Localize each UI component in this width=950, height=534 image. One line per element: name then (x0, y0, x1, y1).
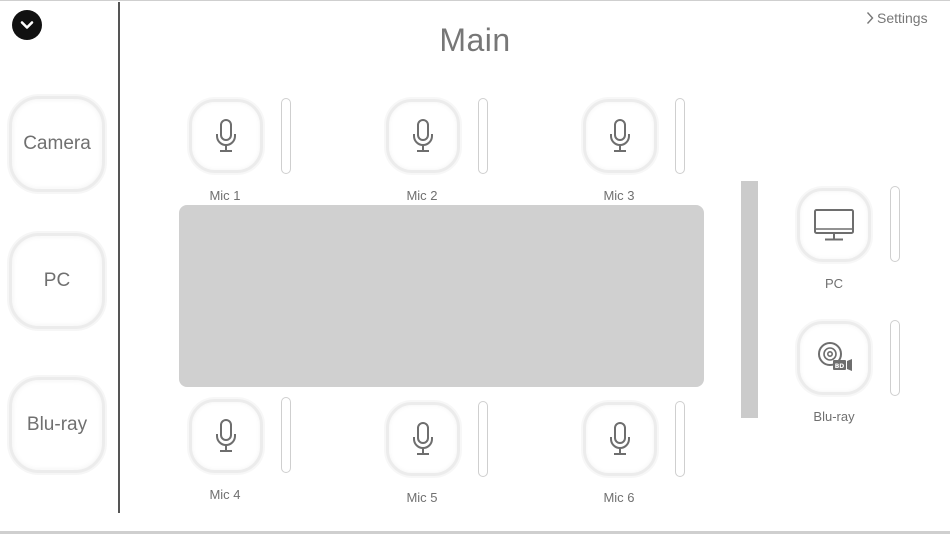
mic-5-label: Mic 5 (406, 490, 438, 505)
mic-5-level-meter (478, 401, 488, 477)
top-border (0, 0, 950, 1)
mic-6-label: Mic 6 (603, 490, 635, 505)
conference-table (179, 205, 704, 387)
sidebar-divider (118, 2, 120, 513)
microphone-icon (413, 119, 433, 152)
display-screen-bar (741, 181, 758, 418)
settings-link[interactable]: Settings (866, 8, 928, 28)
bluray-source-button[interactable]: BD (797, 321, 871, 395)
pc-source-button[interactable] (797, 188, 871, 262)
mic-2-level-meter (478, 98, 488, 174)
bluray-level-meter (890, 320, 900, 396)
settings-label: Settings (877, 10, 928, 26)
collapse-menu-button[interactable] (12, 10, 42, 40)
microphone-icon (610, 422, 630, 455)
microphone-icon (413, 422, 433, 455)
page-title: Main (439, 22, 511, 58)
bluray-disc-icon: BD (818, 342, 852, 371)
chevron-right-icon (866, 12, 874, 24)
mic-4-button[interactable] (189, 399, 263, 473)
microphone-icon (610, 119, 630, 152)
mic-3-label: Mic 3 (603, 188, 635, 203)
bluray-source-label: Blu-ray (813, 409, 855, 424)
sidebar-item-label: PC (43, 270, 71, 291)
pc-source-label: PC (824, 276, 844, 291)
sidebar-item-label: Camera (23, 133, 91, 154)
bottom-border (0, 531, 950, 534)
monitor-icon (814, 209, 854, 241)
mic-3-level-meter (675, 98, 685, 174)
mic-6-button[interactable] (583, 402, 657, 476)
mic-5-button[interactable] (386, 402, 460, 476)
mic-6-level-meter (675, 401, 685, 477)
mic-1-level-meter (281, 98, 291, 174)
mic-1-button[interactable] (189, 99, 263, 173)
mic-4-label: Mic 4 (209, 487, 241, 502)
mic-2-button[interactable] (386, 99, 460, 173)
sidebar-item-camera[interactable]: Camera (9, 96, 105, 192)
mic-1-label: Mic 1 (209, 188, 241, 203)
sidebar-item-label: Blu-ray (26, 414, 88, 435)
mic-2-label: Mic 2 (406, 188, 438, 203)
mic-4-level-meter (281, 397, 291, 473)
microphone-icon (216, 119, 236, 152)
microphone-icon (216, 419, 236, 452)
sidebar-item-bluray[interactable]: Blu-ray (9, 377, 105, 473)
sidebar-item-pc[interactable]: PC (9, 233, 105, 329)
svg-text:BD: BD (835, 363, 845, 370)
pc-level-meter (890, 186, 900, 262)
mic-3-button[interactable] (583, 99, 657, 173)
chevron-down-icon (20, 21, 34, 29)
